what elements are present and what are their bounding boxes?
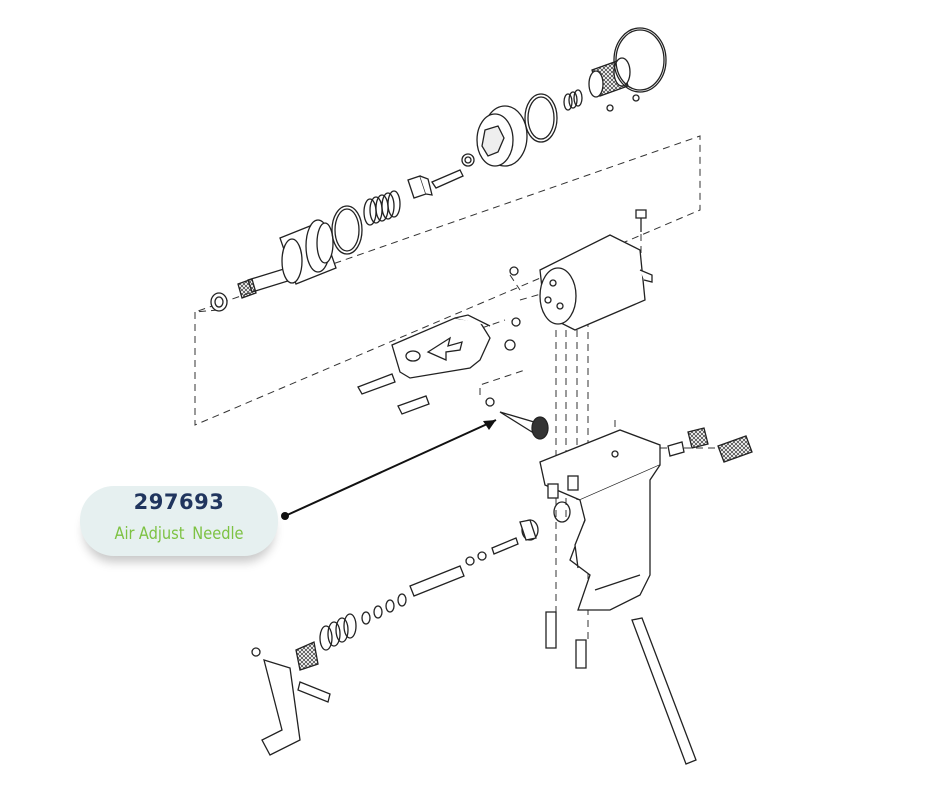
trigger-valve-assembly <box>251 519 539 756</box>
part-name-word: Air <box>114 524 135 544</box>
air-adjust-needle <box>499 411 549 440</box>
motor-rotor-assembly <box>210 27 667 312</box>
motor-housing <box>539 209 653 331</box>
part-name-word: Adjust <box>138 524 185 544</box>
air-manifold <box>357 266 521 415</box>
part-number: 297693 <box>133 490 225 514</box>
part-name-word: Needle <box>192 524 244 544</box>
callout-leader <box>281 419 497 520</box>
tool-handle <box>539 427 753 765</box>
